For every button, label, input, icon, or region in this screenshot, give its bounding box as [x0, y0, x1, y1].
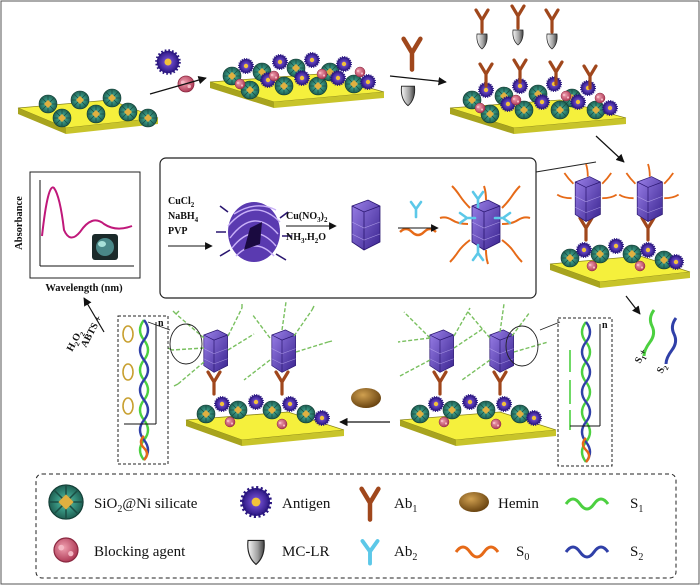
- reagent-cuno3: Cu(NO: [286, 211, 317, 222]
- plate-6-particles: [167, 301, 333, 430]
- svg-text:S2: S2: [630, 544, 643, 563]
- plate-4: [549, 255, 691, 288]
- svg-text:SiO2@Ni silicate: SiO2@Ni silicate: [94, 496, 198, 515]
- arrow-step-4: [625, 295, 641, 315]
- s1-s2-reagents: S1+ S2: [633, 309, 678, 377]
- floating-ab1-mclr: [474, 4, 560, 50]
- arrow-step-3: [595, 135, 625, 163]
- y-axis-label: Absorbance: [14, 196, 25, 250]
- s1-label: S: [633, 355, 646, 365]
- blocking-agent-icon: [52, 536, 80, 564]
- svg-text:S1+: S1+: [633, 347, 652, 366]
- s0-reagent: [399, 227, 437, 237]
- ab2-reagent: [409, 200, 423, 219]
- s1-icon: [564, 497, 610, 511]
- arrow-step-6: [83, 297, 105, 333]
- legend-s2: S: [630, 544, 638, 560]
- svg-text:NH3.H2O: NH3.H2O: [286, 232, 326, 245]
- svg-text:CuCl2: CuCl2: [168, 196, 195, 209]
- ab1-reagent: [404, 39, 421, 70]
- reagent-pvp: PVP: [168, 226, 187, 237]
- repeat-n-left: n: [158, 318, 164, 329]
- svg-text:Ab2: Ab2: [394, 544, 417, 563]
- legend-ab2: Ab: [394, 544, 412, 560]
- functionalized-nanocube: [439, 185, 531, 265]
- synthesis-box: CuCl2 NaBH4 PVP Cu(NO3)2 NH3.H2O: [159, 157, 537, 299]
- repeat-n-right: n: [602, 320, 608, 331]
- ab1-icon: [362, 489, 379, 520]
- legend-sio2: SiO: [94, 496, 118, 512]
- legend-hemin: Hemin: [498, 496, 539, 512]
- nanocube-icon: [351, 199, 381, 251]
- svg-text:Ab1: Ab1: [394, 496, 417, 515]
- reagent-nabh4: NaBH: [168, 211, 195, 222]
- legend-blocking: Blocking agent: [94, 544, 186, 560]
- s2-label: S: [655, 365, 668, 375]
- svg-text:H2O2: H2O2: [65, 328, 87, 354]
- abts-label: ABTS +: [79, 314, 105, 350]
- reagent-ammonia: NH: [286, 232, 301, 243]
- plate-4-particles: [556, 163, 684, 272]
- ab2-icon: [360, 539, 380, 566]
- spectrum-line: [41, 186, 133, 239]
- mclr-icon: [247, 539, 265, 565]
- legend-mclr: MC-LR: [282, 544, 330, 560]
- arrow-step-1: [149, 76, 207, 95]
- s2-icon: [564, 545, 610, 559]
- svg-text:Cu(NO3)2: Cu(NO3)2: [286, 211, 328, 224]
- svg-text:NaBH4: NaBH4: [168, 211, 199, 224]
- hemin-icon: [459, 492, 489, 512]
- cu-nanowire-bundle-icon: [216, 202, 292, 262]
- arrow-step-2: [389, 75, 447, 86]
- reagent-cucl2: CuCl: [168, 196, 191, 207]
- svg-text:S0: S0: [516, 544, 529, 563]
- x-axis-label: Wavelength (nm): [45, 283, 123, 294]
- hemin-reagent: [351, 388, 381, 408]
- s0-icon: [454, 545, 500, 559]
- legend-antigen: Antigen: [282, 496, 331, 512]
- svg-text:S2: S2: [655, 362, 671, 377]
- legend-s1: S: [630, 496, 638, 512]
- antigen-icon: [240, 486, 272, 518]
- nanoflower-icon: [47, 483, 85, 521]
- plate-5-particles: [397, 303, 549, 430]
- legend-ab1: Ab: [394, 496, 412, 512]
- absorbance-inset: Wavelength (nm) Absorbance: [14, 171, 141, 294]
- zoom-box-right: n: [557, 317, 613, 467]
- legend-s0: S: [516, 544, 524, 560]
- legend: SiO2@Ni silicate Antigen Ab1 Hemin S1 Bl…: [35, 473, 677, 579]
- mclr-reagent: [400, 85, 416, 107]
- svg-text:S1: S1: [630, 496, 643, 515]
- zoom-box-left: n: [117, 315, 169, 465]
